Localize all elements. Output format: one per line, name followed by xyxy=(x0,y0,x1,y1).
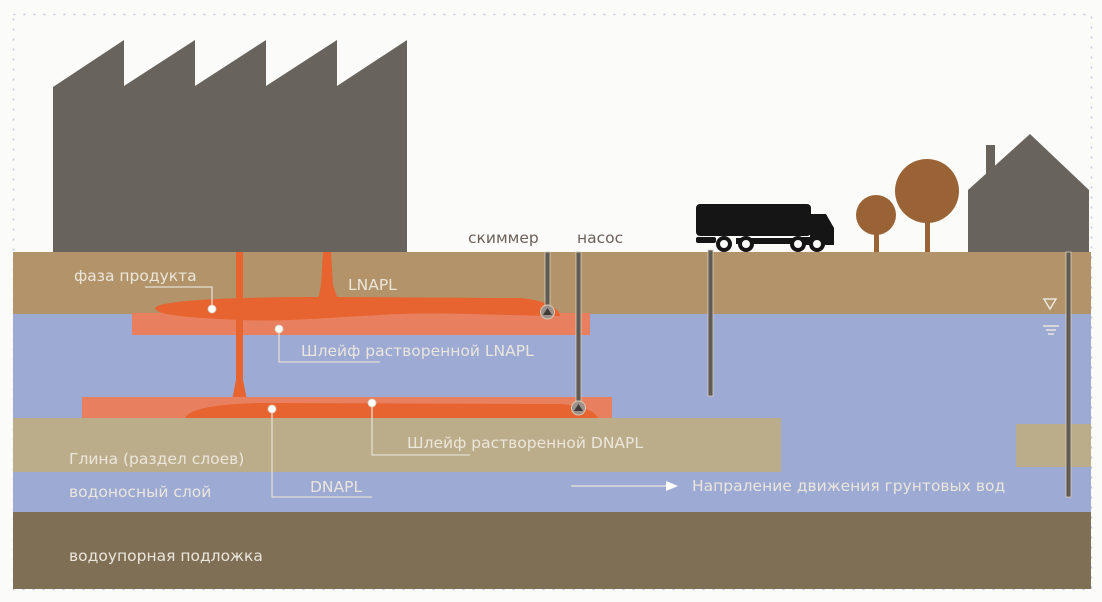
product-leak xyxy=(318,252,338,300)
clay-label: Глина (раздел слоев) xyxy=(69,450,244,468)
clay-layer-right xyxy=(1016,424,1091,467)
bedrock-layer xyxy=(13,512,1091,589)
dnapl-pool xyxy=(185,403,598,418)
lnapl-label: LNAPL xyxy=(348,276,397,294)
callout-dot xyxy=(207,304,217,314)
lnapl-product-phase xyxy=(155,297,560,321)
factory-icon xyxy=(53,40,407,252)
product-leak xyxy=(236,252,243,322)
product-phase-label: фаза продукта xyxy=(74,267,197,285)
dnapl-label: DNAPL xyxy=(310,478,362,496)
truck-icon xyxy=(696,204,834,252)
lnapl-plume-label: Шлейф растворенной LNAPL xyxy=(301,342,534,360)
tree-icon xyxy=(895,159,959,253)
bedrock-label: водоупорная подложка xyxy=(69,547,263,565)
callout-dot xyxy=(267,404,277,414)
monitoring-well xyxy=(1065,251,1072,498)
dnapl-plume-label: Шлейф растворенной DNAPL xyxy=(407,434,643,452)
callout-dot xyxy=(367,398,377,408)
tree-icon xyxy=(856,195,896,253)
pump-well xyxy=(575,251,582,406)
monitoring-well xyxy=(707,249,714,397)
pump-label: насос xyxy=(577,229,623,247)
callout-dot xyxy=(274,324,284,334)
callout-lines xyxy=(145,286,470,498)
aquifer-label: водоносный слой xyxy=(69,483,211,501)
skimmer-well xyxy=(544,251,551,311)
product-leak xyxy=(232,320,247,400)
water-table-icon xyxy=(1042,298,1059,335)
pump-valve-icon xyxy=(571,400,586,416)
flow-arrow-icon xyxy=(571,481,678,491)
flow-direction-label: Напраление движения грунтовых вод xyxy=(692,477,1005,495)
dotted-frame xyxy=(12,13,1093,591)
house-icon xyxy=(968,134,1089,252)
skimmer-label: скиммер xyxy=(468,229,539,247)
pump-valve-icon xyxy=(540,304,555,320)
clay-layer xyxy=(13,418,781,472)
